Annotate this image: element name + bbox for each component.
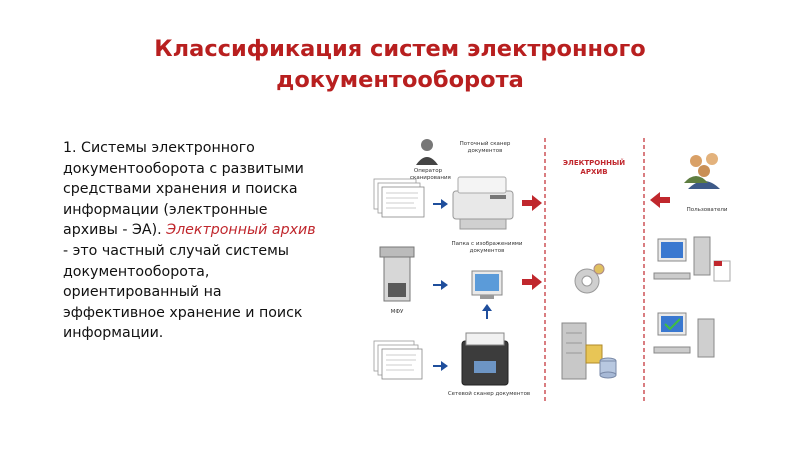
user-computer-1-icon [653, 236, 731, 282]
body-paragraph: 1. Системы электронного документооборота… [63, 138, 325, 344]
arrow-blue-3-icon [433, 361, 448, 371]
arrow-red-2-icon [522, 274, 542, 290]
diagram-graphics [373, 138, 731, 403]
flow-scanner-icon [452, 176, 514, 230]
highlight-term: Электронный архив [166, 222, 316, 239]
archive-diagram: Поточный сканер документов Оператор скан… [370, 133, 756, 405]
gear-icon [574, 263, 605, 294]
mfu-icon [379, 246, 415, 302]
label-folder: Папка с изображениями документов [451, 241, 523, 254]
document-stack-bottom-icon [373, 340, 423, 380]
users-icon [684, 153, 720, 189]
body-text-part2: - это частный случай системы документооб… [63, 242, 303, 342]
user-computer-2-icon [653, 312, 715, 358]
slide-title: Классификация систем электронного докуме… [0, 34, 800, 96]
document-stack-top-icon [373, 178, 425, 218]
archive-server-icon [561, 322, 617, 380]
folder-monitor-icon [471, 270, 503, 299]
arrow-red-users-icon [650, 192, 670, 208]
label-mfu: МФУ [390, 309, 404, 315]
arrow-red-1-icon [522, 195, 542, 211]
label-network-scanner: Сетевой сканер документов [447, 391, 531, 397]
operator-icon [416, 139, 438, 165]
arrow-blue-1-icon [433, 199, 448, 209]
label-scanner-top: Поточный сканер документов [459, 141, 511, 154]
network-scanner-icon [461, 332, 509, 386]
title-line-1: Классификация систем электронного [154, 36, 646, 62]
label-operator: Оператор сканирования [410, 168, 451, 181]
title-line-2: документооборота [276, 67, 524, 93]
body-text-part1: 1. Системы электронного документооборота… [63, 140, 304, 239]
label-users: Пользователи [686, 207, 728, 213]
arrow-blue-up-icon [482, 304, 492, 319]
arrow-blue-2-icon [433, 280, 448, 290]
label-archive: ЭЛЕКТРОННЫЙ АРХИВ [562, 159, 626, 176]
